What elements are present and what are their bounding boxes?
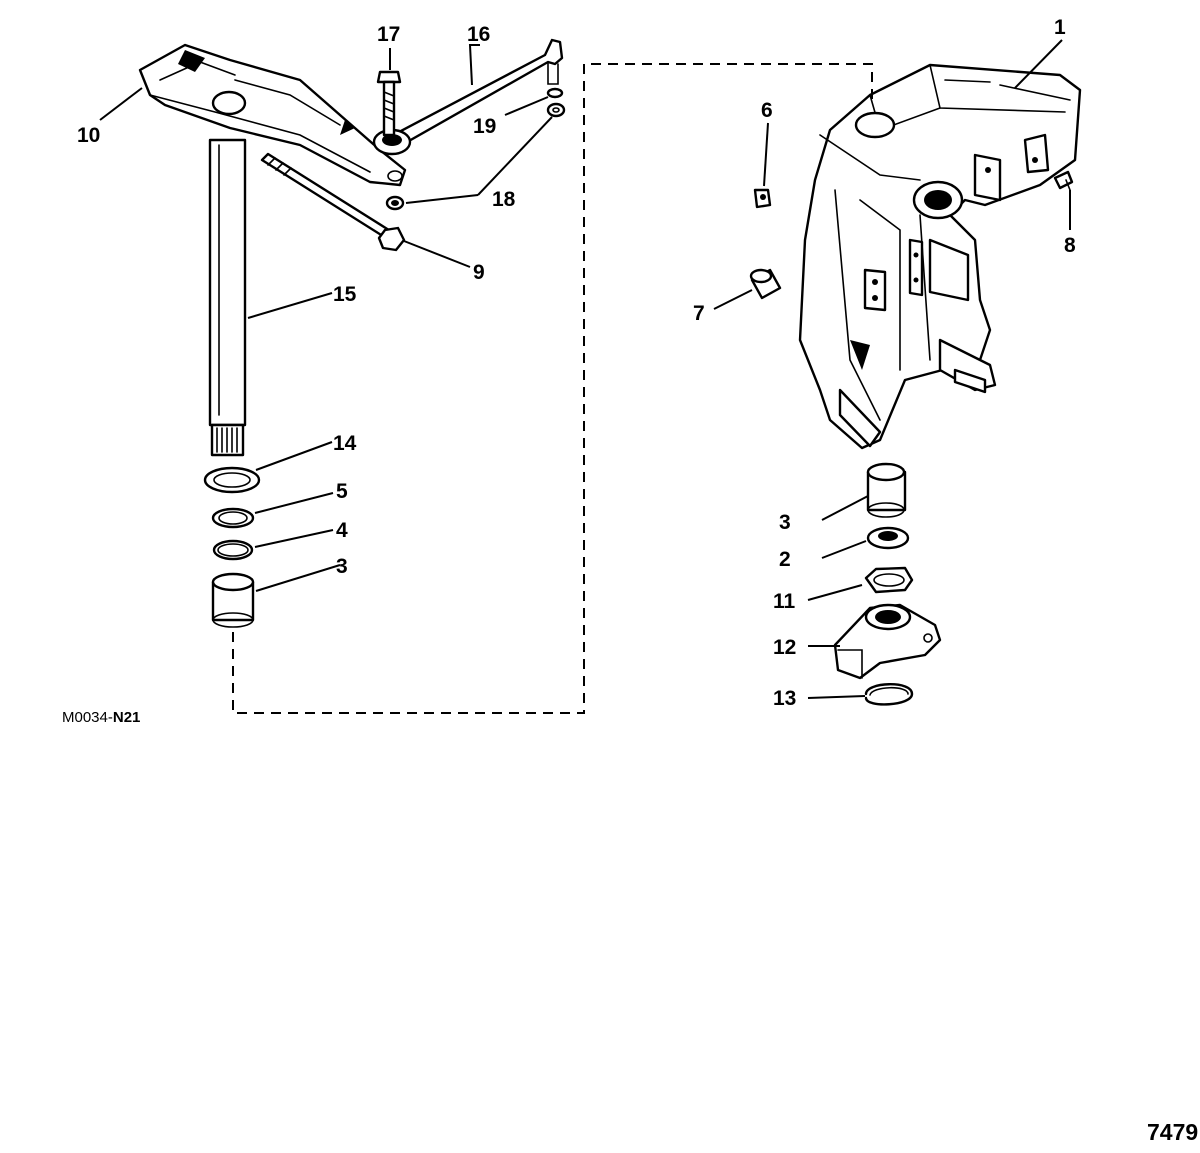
callout-18: 18 [492, 188, 516, 211]
callout-15: 15 [333, 283, 357, 306]
callout-7: 7 [693, 302, 705, 325]
ring-4 [212, 539, 254, 561]
callout-11: 11 [773, 590, 796, 613]
callout-3-right: 3 [779, 511, 791, 534]
grease-fitting-6 [753, 188, 772, 209]
leader-lines [99, 39, 1071, 699]
swivel-bracket [798, 63, 1082, 450]
steering-tube [208, 138, 247, 457]
steering-arm [138, 43, 407, 187]
nut-18-upper [546, 102, 566, 118]
seal-2 [866, 526, 910, 550]
swivel-head-12 [833, 603, 942, 680]
callout-17: 17 [377, 23, 400, 46]
callout-12: 12 [773, 636, 796, 659]
callout-6: 6 [761, 99, 773, 122]
callout-9: 9 [473, 261, 485, 284]
figure-code: M0034-N21 [62, 709, 140, 726]
washer-14 [203, 466, 261, 494]
steering-link-rod [372, 38, 564, 156]
nut-18 [385, 195, 405, 211]
sheet-number: 7479 [1147, 1119, 1198, 1145]
retaining-ring-13 [864, 683, 914, 706]
bushing-3-left [211, 572, 255, 628]
bushing-3-right [866, 462, 907, 518]
callout-13: 13 [773, 687, 796, 710]
ring-5 [211, 507, 255, 529]
washer-19 [546, 87, 564, 99]
washer-11 [864, 566, 914, 594]
bolt-17 [376, 70, 402, 137]
callout-19: 19 [473, 115, 496, 138]
callout-8: 8 [1064, 234, 1076, 257]
callout-16: 16 [467, 23, 490, 46]
callout-14: 14 [333, 432, 357, 455]
alignment-dashed-line [232, 63, 873, 714]
callout-2: 2 [779, 548, 791, 571]
bolt-9 [260, 152, 406, 252]
callout-3-left: 3 [336, 555, 348, 578]
callout-1: 1 [1054, 16, 1066, 39]
screw-8 [1053, 170, 1074, 191]
bushing-7 [749, 268, 782, 300]
callout-5: 5 [336, 480, 348, 503]
callout-10: 10 [77, 124, 100, 147]
callout-4: 4 [336, 519, 348, 542]
